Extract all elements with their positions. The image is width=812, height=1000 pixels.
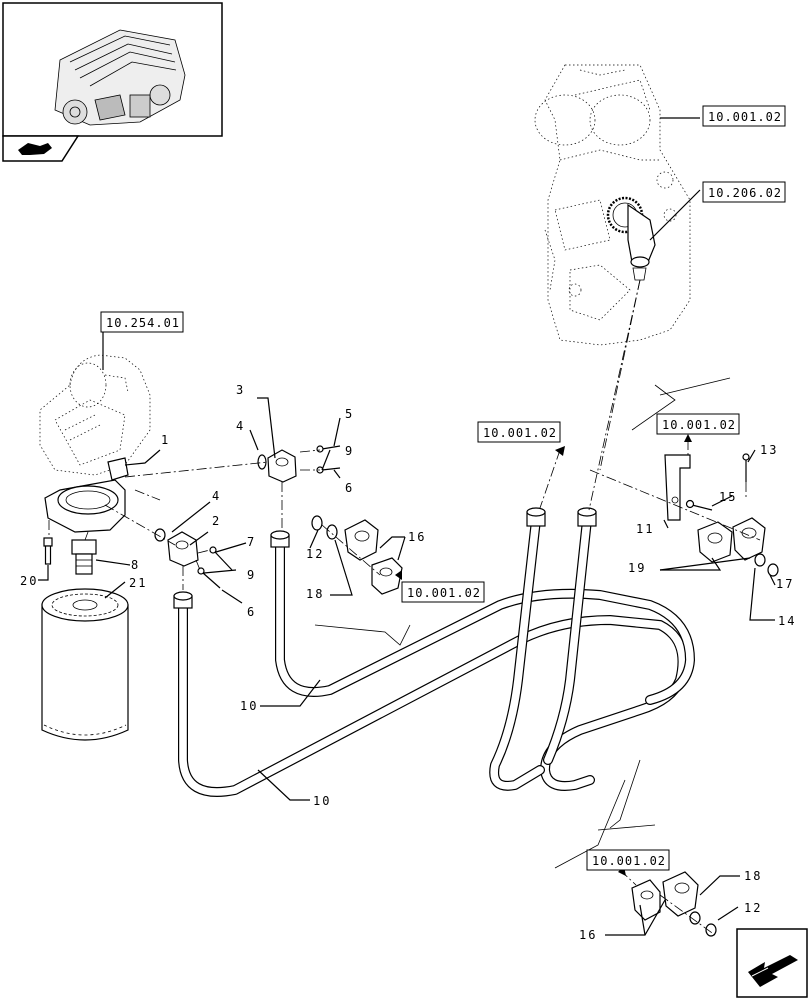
coolant-outlet-fitting [606,196,656,281]
callout-18a: 18 [306,587,324,601]
callout-20: 20 [20,574,38,588]
reference-label: 10.254.01 [106,316,180,330]
banjo-fitting-16b [631,871,699,921]
callout-17: 17 [776,577,794,591]
reference-box-6[interactable]: 10.001.02 [401,581,485,603]
banjo-fitting-19 [697,517,766,563]
pipe-end-fittings [173,507,597,609]
reference-label: 10.206.02 [708,186,782,200]
filter-head-outline [39,354,151,476]
callout-7: 7 [247,535,256,549]
o-ring-4a [257,454,267,470]
filter-head-bracket [44,457,129,533]
bolt-13 [742,453,750,482]
bolt-7 [209,546,233,571]
callout-2: 2 [212,514,221,528]
reference-label: 10.001.02 [708,110,782,124]
assembly-centre-lines [48,279,761,936]
reference-box-4[interactable]: 10.001.02 [477,421,561,443]
engine-thumbnail-icon[interactable] [2,2,223,137]
callout-13: 13 [760,443,778,457]
callout-9b: 9 [247,568,256,582]
washer-17 [767,563,779,577]
bolt-6a [316,466,341,474]
callout-14: 14 [778,614,796,628]
callout-16a: 16 [408,530,426,544]
reference-box-7[interactable]: 10.001.02 [586,849,670,871]
callout-21: 21 [129,576,147,590]
reference-box-3[interactable]: 10.254.01 [100,311,184,333]
callout-18b: 18 [744,869,762,883]
callout-6a: 6 [345,481,354,495]
callout-1: 1 [161,433,170,447]
callout-16b: 16 [579,928,597,942]
filter-nipple [71,539,97,575]
next-page-arrow-icon[interactable] [736,928,808,998]
reference-label: 10.001.02 [483,426,557,440]
reference-box-2[interactable]: 10.206.02 [702,181,786,203]
reference-label: 10.001.02 [662,418,736,432]
washer-12b [705,923,717,937]
bolt-6b [197,567,221,589]
section-cut-lines [314,377,731,869]
bolt-15 [685,499,713,511]
callout-12a: 12 [306,547,324,561]
oil-filter-cartridge [41,588,129,741]
callout-10b: 10 [313,794,331,808]
bolt-20 [43,537,53,565]
reference-label: 10.001.02 [592,854,666,868]
pointer-arrows [395,434,692,876]
callout-6b: 6 [247,605,256,619]
reference-box-1[interactable]: 10.001.02 [702,105,786,127]
callout-4a: 4 [236,419,245,433]
callout-10a: 10 [240,699,258,713]
bolt-5 [316,445,341,453]
mounting-bracket-11 [664,454,691,521]
callout-9a: 9 [345,444,354,458]
reference-box-5[interactable]: 10.001.02 [656,413,740,435]
washer-12a [311,515,323,531]
washer-18a [326,524,338,540]
callout-19: 19 [628,561,646,575]
o-ring-4b [154,528,166,542]
callout-8: 8 [131,558,140,572]
fitting-2 [167,531,199,567]
callout-15: 15 [719,490,737,504]
callout-11: 11 [636,522,654,536]
callout-numbers: 1 2 3 4 4 5 6 6 7 8 9 9 10 10 11 12 12 1… [20,383,796,942]
callout-5: 5 [345,407,354,421]
reference-label: 10.001.02 [407,586,481,600]
callout-12b: 12 [744,901,762,915]
engine-block-outline [534,64,691,346]
washer-14 [754,553,766,567]
oil-pipes [178,515,695,797]
section-marker-icon[interactable] [2,135,80,162]
callout-3: 3 [236,383,245,397]
washer-18b [689,911,701,925]
banjo-fitting-16a [344,519,403,595]
callout-4b: 4 [212,489,221,503]
callout-leaders [38,117,776,936]
fitting-3 [267,449,297,483]
